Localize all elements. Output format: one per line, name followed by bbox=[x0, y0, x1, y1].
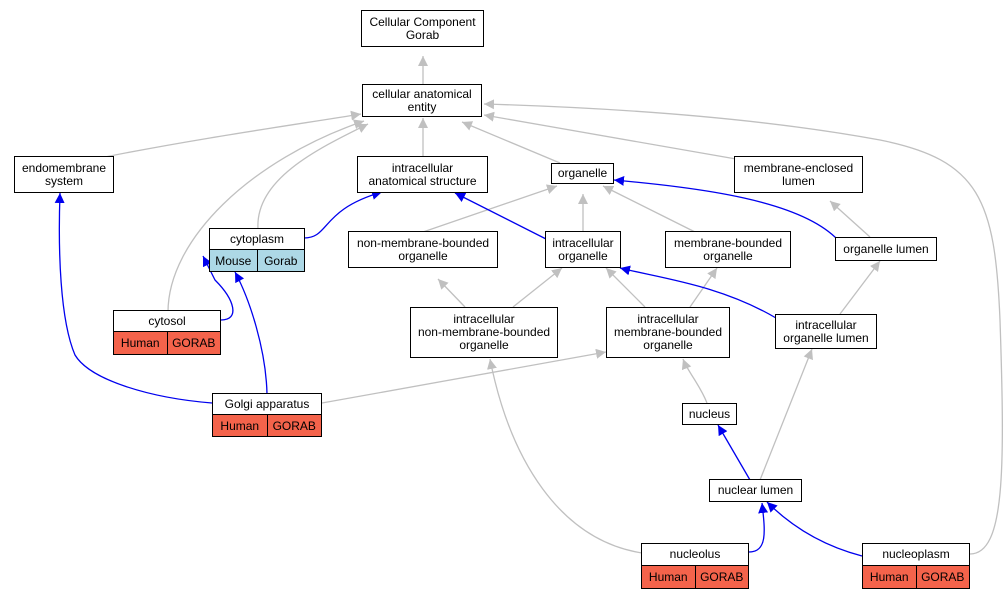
node-label-line: membrane-enclosed bbox=[743, 160, 854, 175]
node-nuclear-lumen[interactable]: nuclear lumen bbox=[709, 479, 802, 502]
edge-imbo-to-io bbox=[605, 267, 646, 308]
node-label-line: system bbox=[44, 173, 83, 188]
root-title: Cellular Component bbox=[369, 14, 476, 29]
edge-ol-to-mel bbox=[829, 200, 871, 238]
node-label-line: Golgi apparatus bbox=[224, 396, 310, 411]
node-label-line: organelle bbox=[643, 338, 693, 352]
node-label-line: membrane-bounded bbox=[673, 235, 783, 250]
edge-nuclearlumen-part-of-nucleus bbox=[717, 424, 751, 481]
edge-nmbo-to-organelle bbox=[422, 184, 558, 233]
edge-endomembrane-to-entity bbox=[104, 110, 362, 158]
edge-nuclearlumen-to-iol bbox=[759, 348, 813, 481]
annotation-gene: GORAB bbox=[266, 415, 322, 436]
annotation-gene: Gorab bbox=[256, 250, 305, 271]
node-label-line: membrane-bounded bbox=[613, 325, 723, 339]
node-label-line: organelle lumen bbox=[783, 330, 869, 345]
edge-cytosol-to-entity bbox=[167, 119, 365, 313]
node-label-line: nuclear lumen bbox=[717, 483, 794, 497]
edge-golgi-part-of-cytoplasm bbox=[234, 271, 268, 395]
annotation-cytoplasm: Mouse Gorab bbox=[209, 250, 305, 272]
edge-inmbo-to-nmbo bbox=[437, 278, 466, 308]
node-organelle-lumen[interactable]: organelle lumen bbox=[835, 237, 937, 261]
node-label-line: cellular anatomical bbox=[372, 86, 472, 101]
node-label-line: organelle bbox=[398, 248, 448, 263]
edge-nucleus-to-imbo bbox=[681, 358, 708, 404]
node-label-line: organelle bbox=[703, 248, 753, 263]
annotation-species: Human bbox=[648, 570, 688, 584]
annotation-species: Mouse bbox=[215, 253, 252, 268]
node-label-line: entity bbox=[407, 99, 437, 114]
node-label-line: non-membrane-bounded bbox=[356, 235, 490, 250]
node-golgi-apparatus[interactable]: Golgi apparatus bbox=[212, 393, 322, 415]
node-label-line: anatomical structure bbox=[368, 173, 477, 188]
node-nucleoplasm[interactable]: nucleoplasm bbox=[862, 543, 970, 566]
edge-nucleoplasm-part-of-nuclearlumen bbox=[766, 501, 863, 557]
node-label-line: nucleoplasm bbox=[882, 547, 950, 561]
root-subtitle: Gorab bbox=[405, 27, 440, 42]
edge-golgi-part-of-endomembrane bbox=[54, 192, 213, 404]
node-label-line: organelle lumen bbox=[843, 241, 929, 256]
edge-cytoplasm-to-entity bbox=[257, 123, 369, 230]
node-nucleus[interactable]: nucleus bbox=[682, 403, 737, 425]
annotation-gene: GORAB bbox=[915, 566, 970, 588]
node-label-line: intracellular bbox=[453, 312, 515, 326]
edge-organelle-to-entity bbox=[461, 121, 561, 164]
node-label-line: intracellular bbox=[552, 235, 614, 250]
node-organelle[interactable]: organelle bbox=[551, 163, 614, 184]
edge-mbo-to-organelle bbox=[602, 185, 696, 233]
node-cytosol[interactable]: cytosol bbox=[113, 310, 221, 332]
annotation-gene: GORAB bbox=[694, 566, 749, 588]
node-label-line: cytosol bbox=[148, 313, 186, 328]
edge-ol-part-of-organelle bbox=[613, 175, 839, 241]
annotation-species: Human bbox=[120, 336, 160, 350]
node-label-line: cytoplasm bbox=[229, 231, 285, 246]
annotation-nucleoplasm: Human GORAB bbox=[862, 566, 970, 589]
node-label-line: nucleolus bbox=[669, 547, 721, 561]
node-label-line: organelle bbox=[558, 248, 608, 263]
node-nucleolus[interactable]: nucleolus bbox=[641, 543, 749, 566]
edge-iol-to-ol bbox=[839, 260, 881, 315]
node-label-line: lumen bbox=[782, 173, 815, 188]
edge-io-part-of-ias bbox=[454, 192, 549, 241]
node-label-line: organelle bbox=[557, 166, 608, 180]
annotation-species: Human bbox=[220, 418, 260, 433]
node-label-line: nucleus bbox=[688, 406, 731, 421]
edge-mel-to-entity bbox=[483, 111, 737, 160]
edge-nucleolus-part-of-nuclearlumen bbox=[748, 502, 769, 553]
annotation-golgi-apparatus: Human GORAB bbox=[212, 415, 322, 437]
node-label-line: non-membrane-bounded bbox=[417, 325, 551, 339]
edge-iol-part-of-io bbox=[619, 265, 777, 319]
edge-inmbo-to-io bbox=[512, 267, 563, 308]
edge-cytosol-part-of-cytoplasm bbox=[202, 255, 234, 321]
edge-golgi-to-imbo bbox=[321, 348, 607, 404]
node-label-line: intracellular bbox=[637, 312, 699, 326]
annotation-gene: GORAB bbox=[166, 332, 221, 354]
node-label-line: endomembrane bbox=[21, 160, 107, 175]
annotation-cytosol: Human GORAB bbox=[113, 332, 221, 355]
annotation-nucleolus: Human GORAB bbox=[641, 566, 749, 589]
node-label-line: intracellular bbox=[795, 317, 857, 332]
edge-cytoplasm-part-of-ias bbox=[303, 189, 383, 239]
node-label-line: organelle bbox=[459, 338, 509, 352]
edge-nucleoplasm-to-entity bbox=[483, 99, 1004, 555]
edge-nucleolus-to-inmbo bbox=[487, 358, 643, 554]
node-cytoplasm[interactable]: cytoplasm bbox=[209, 228, 305, 250]
node-label-line: intracellular bbox=[391, 160, 454, 175]
annotation-species: Human bbox=[869, 570, 909, 584]
